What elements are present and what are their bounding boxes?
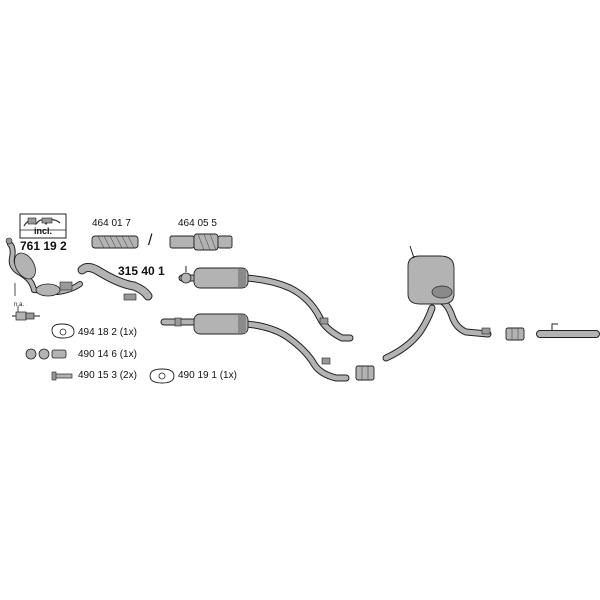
flex-pipe-b-number: 464 05 5 xyxy=(178,218,217,229)
bolt-icon xyxy=(51,371,73,381)
middle-silencer-lower xyxy=(160,313,350,382)
kit-incl-label: incl. xyxy=(34,226,53,236)
front-pipe xyxy=(77,262,153,301)
gasket-part-number: 494 18 2 (1x) xyxy=(78,327,137,338)
kit-box xyxy=(19,213,67,239)
catalytic-converter xyxy=(5,237,83,297)
kit-part-number: 761 19 2 xyxy=(20,239,67,253)
flange-gasket-icon xyxy=(149,368,175,384)
lambda-sensor xyxy=(12,306,40,321)
rear-clamp xyxy=(505,327,525,341)
middle-silencer-upper xyxy=(178,266,354,342)
flex-pipe-a-number: 464 01 7 xyxy=(92,218,131,229)
lambda-sensor-note: n.a. xyxy=(14,302,25,308)
front-pipe-number: 315 40 1 xyxy=(118,264,165,278)
clamp-icon xyxy=(25,348,67,360)
clamp-mid xyxy=(355,365,375,381)
tail-pipe xyxy=(536,323,600,338)
flex-pipe-b xyxy=(169,233,233,251)
bolt-part-number: 490 15 3 (2x) xyxy=(78,370,137,381)
gasket-icon xyxy=(51,323,75,339)
rear-silencer xyxy=(382,245,492,362)
clamp-part-number: 490 14 6 (1x) xyxy=(78,349,137,360)
flex-pipe-a xyxy=(91,235,139,249)
flange-gasket-part-number: 490 19 1 (1x) xyxy=(178,370,237,381)
flex-pipe-separator: / xyxy=(148,232,153,249)
